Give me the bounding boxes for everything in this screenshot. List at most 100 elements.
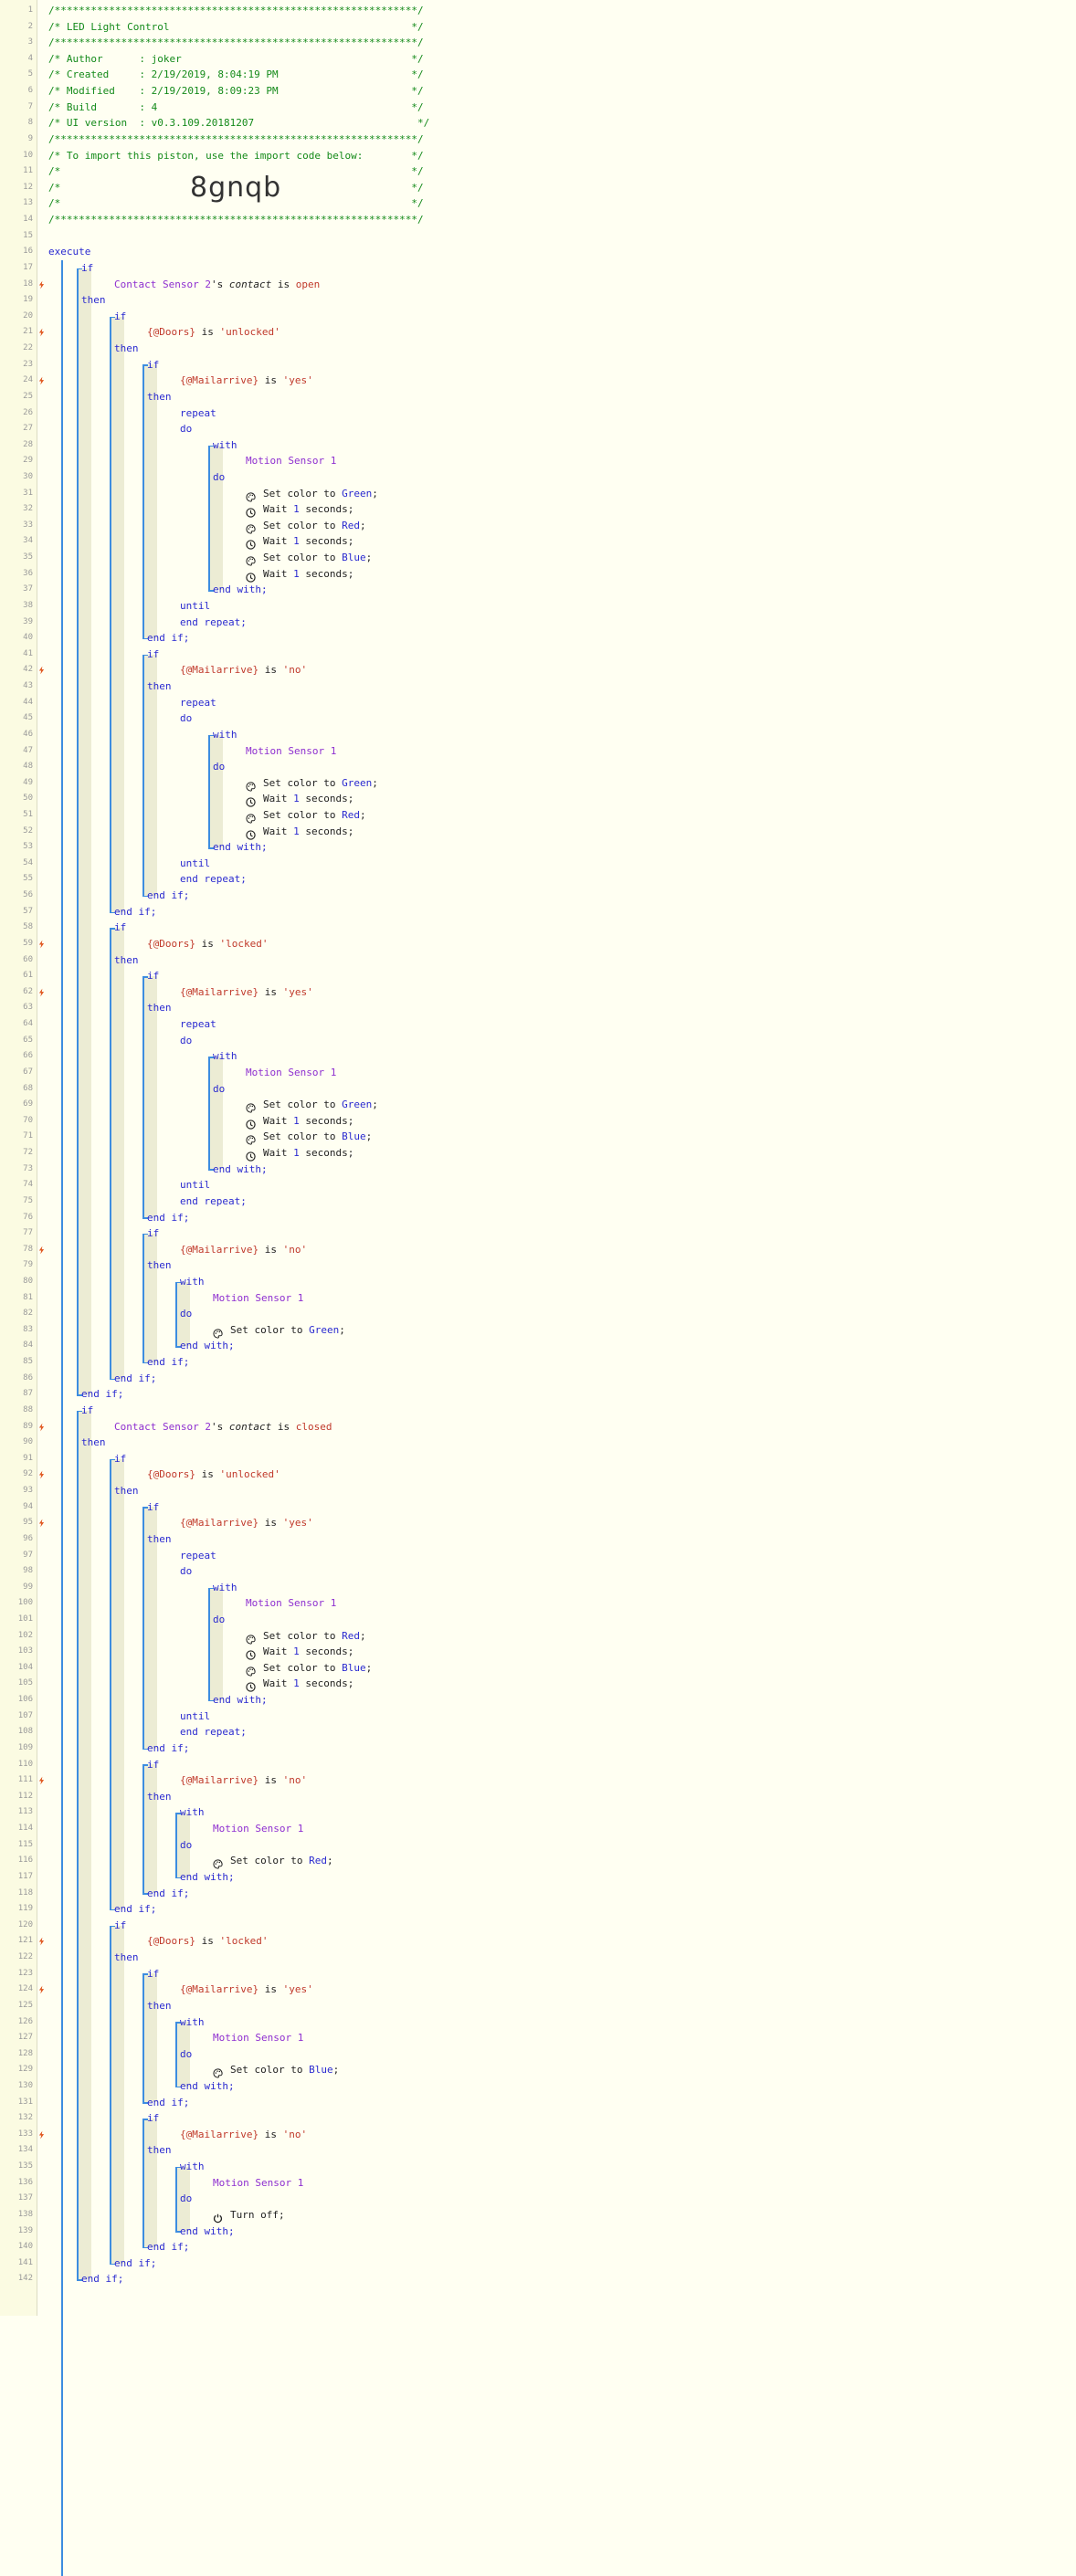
code-text: /* To import this piston, use the import…: [48, 148, 424, 163]
indent-band: [111, 1458, 124, 1909]
line-number: 69: [23, 1099, 33, 1109]
token[interactable]: {@Mailarrive}: [180, 1517, 259, 1530]
indent-band: [111, 928, 124, 1379]
code-text: /* */: [48, 195, 424, 211]
code-text: {@Doors} is 'locked': [147, 936, 268, 952]
block-bracket: [208, 445, 210, 591]
token: Wait: [263, 535, 294, 548]
token: is: [258, 664, 283, 677]
code-text: {@Mailarrive} is 'no': [180, 1772, 307, 1788]
code-text: if: [147, 1225, 159, 1241]
line-number: 61: [23, 971, 33, 981]
code-text: until: [180, 598, 210, 614]
token[interactable]: Motion Sensor 1: [213, 1291, 304, 1304]
token: ;: [372, 1099, 378, 1111]
token[interactable]: {@Mailarrive}: [180, 985, 259, 998]
line-number: 111: [17, 1775, 33, 1785]
code-text: then: [147, 1531, 172, 1547]
line-number: 129: [17, 2065, 33, 2075]
code-line: 124{@Mailarrive} is 'yes': [0, 1982, 1076, 1997]
token: /***************************************…: [48, 214, 424, 226]
import-code[interactable]: 8gnqb: [190, 172, 282, 204]
token: then: [81, 1436, 106, 1449]
line-number: 38: [23, 600, 33, 610]
block-bracket: [142, 2119, 148, 2120]
token[interactable]: {@Mailarrive}: [180, 1983, 259, 1996]
line-number: 59: [23, 938, 33, 948]
code-text: then: [114, 341, 139, 356]
block-bracket: [208, 1587, 210, 1700]
code-line: 111 {@Mailarrive} is 'no': [0, 1772, 1076, 1788]
token: end if;: [147, 2241, 190, 2254]
token: Wait: [263, 567, 294, 580]
token: 1: [293, 503, 300, 516]
line-number: 140: [17, 2242, 33, 2252]
token: do: [180, 1565, 193, 1578]
token[interactable]: {@Mailarrive}: [180, 2128, 259, 2140]
token[interactable]: Motion Sensor 1: [246, 1597, 337, 1610]
code-text: repeat: [180, 695, 216, 710]
token: do: [180, 423, 193, 436]
code-text: do: [180, 1837, 192, 1853]
token: end if;: [81, 1388, 124, 1401]
token: if: [114, 1919, 127, 1931]
line-number: 9: [27, 133, 33, 143]
indent-band: [210, 1057, 223, 1170]
code-text: then: [114, 1950, 139, 1965]
block-bracket: [208, 1699, 214, 1702]
token: end if;: [114, 905, 157, 918]
token[interactable]: Contact Sensor 2: [114, 278, 211, 290]
token[interactable]: Contact Sensor 2: [114, 1420, 211, 1433]
token: ;: [372, 776, 378, 789]
block-bracket: [110, 1925, 111, 2264]
token: /* */: [48, 181, 424, 194]
block-bracket: [208, 734, 210, 848]
line-number: 60: [23, 954, 33, 964]
token[interactable]: Motion Sensor 1: [246, 455, 337, 468]
token[interactable]: {@Doors}: [147, 1468, 195, 1481]
token: ;: [359, 1629, 366, 1642]
code-text: {@Mailarrive} is 'no': [180, 662, 307, 678]
token[interactable]: {@Doors}: [147, 937, 195, 950]
token: then: [147, 390, 172, 403]
code-text: end repeat;: [180, 1724, 247, 1740]
token[interactable]: {@Mailarrive}: [180, 374, 259, 387]
token[interactable]: {@Mailarrive}: [180, 1774, 259, 1787]
code-text: /* Modified : 2/19/2019, 8:09:23 PM */: [48, 83, 424, 99]
token[interactable]: Motion Sensor 1: [213, 1823, 304, 1835]
token[interactable]: Motion Sensor 1: [246, 1066, 337, 1078]
token[interactable]: Motion Sensor 1: [213, 2176, 304, 2189]
token[interactable]: {@Mailarrive}: [180, 1243, 259, 1256]
block-bracket: [175, 2166, 181, 2169]
token: Green: [342, 776, 373, 789]
token: Green: [342, 1099, 373, 1111]
token[interactable]: {@Doors}: [147, 326, 195, 339]
code-text: /* UI version : v0.3.109.20181207 */: [48, 115, 429, 131]
token: if: [147, 2112, 160, 2125]
code-text: then: [114, 1483, 139, 1498]
token[interactable]: {@Mailarrive}: [180, 664, 259, 677]
palette-icon: [246, 1663, 256, 1677]
block-bracket: [142, 2102, 148, 2104]
token[interactable]: Motion Sensor 1: [246, 744, 337, 757]
code-text: with: [213, 1580, 237, 1595]
code-text: {@Mailarrive} is 'no': [180, 2127, 307, 2142]
token: Wait: [263, 793, 294, 805]
line-number: 46: [23, 729, 33, 739]
token[interactable]: {@Doors}: [147, 1935, 195, 1948]
token[interactable]: Motion Sensor 1: [213, 2032, 304, 2045]
